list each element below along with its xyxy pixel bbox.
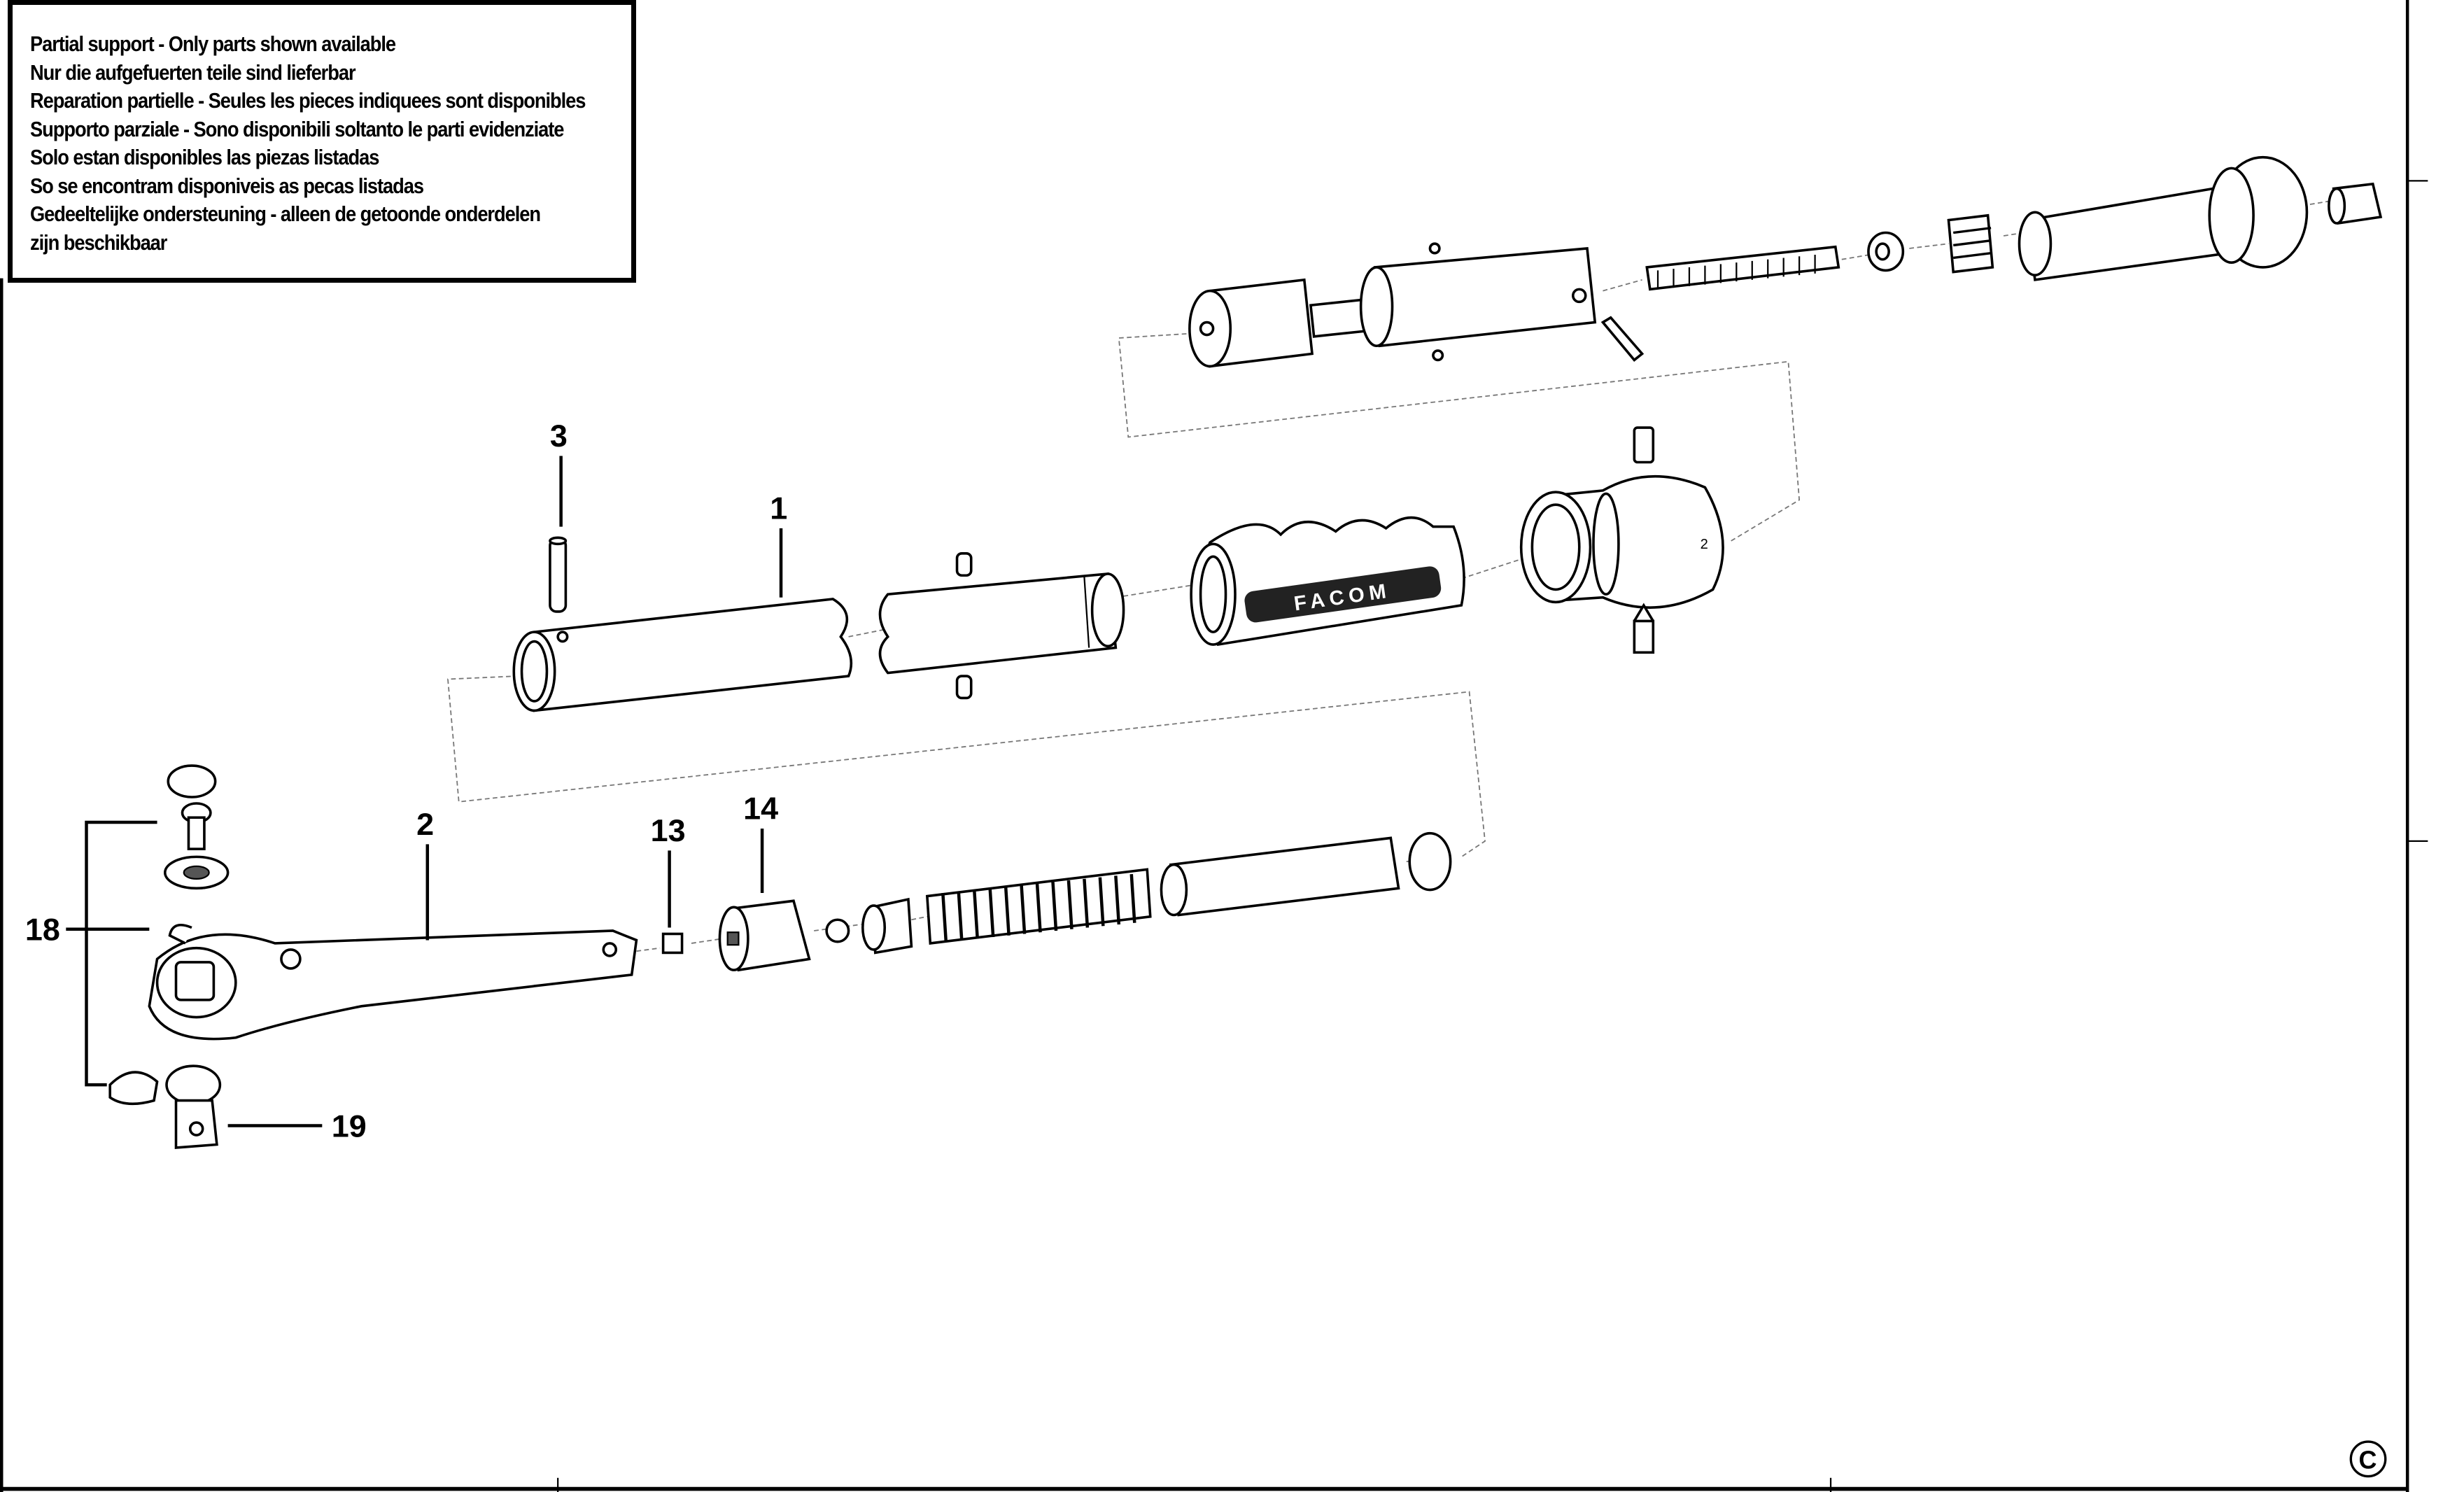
notice-line-nl: Gedeeltelijke ondersteuning - alleen de …: [30, 202, 541, 226]
part-14-socket[interactable]: [718, 899, 811, 972]
notice-line-es: Solo estan disponibles las piezas listad…: [30, 145, 379, 169]
adjustment-knob[interactable]: 2: [1519, 426, 1724, 654]
notice-line-it: Supporto parziale - Sono disponibili sol…: [30, 116, 564, 141]
notice-line-fr: Reparation partielle - Seules les pieces…: [30, 88, 586, 113]
notice-line-nl-cont: zijn beschikbaar: [30, 230, 167, 255]
notice-line-de: Nur die aufgefuerten teile sind lieferba…: [30, 59, 356, 85]
partial-support-notice: Partial support - Only parts shown avail…: [8, 0, 636, 283]
part-13-square-block[interactable]: [661, 932, 684, 955]
knob-scale-marking: 2: [1701, 537, 1708, 552]
notice-line-en: Partial support - Only parts shown avail…: [30, 31, 396, 56]
notice-line-pt: So se encontram disponiveis as pecas lis…: [30, 173, 424, 198]
label-part-14: 14: [743, 790, 778, 826]
copyright-letter: C: [2359, 1445, 2377, 1474]
label-part-19: 19: [332, 1108, 367, 1143]
upper-assembly[interactable]: [1188, 155, 2383, 368]
part-3-pin[interactable]: [549, 536, 568, 613]
spring-assembly-parts[interactable]: [825, 831, 1452, 955]
part-1-tube[interactable]: [512, 598, 853, 712]
copyright-symbol: [2349, 1440, 2387, 1478]
label-part-18: 18: [25, 911, 60, 947]
label-part-3: 3: [550, 418, 568, 453]
head-small-parts[interactable]: [108, 764, 230, 1149]
part-2-ratchet-handle[interactable]: [148, 923, 638, 1041]
extension-tube[interactable]: [878, 551, 1125, 700]
leader-lines: [66, 456, 783, 1127]
label-part-2: 2: [416, 806, 434, 842]
label-part-1: 1: [770, 490, 787, 526]
label-part-13: 13: [651, 812, 686, 848]
handle-grip[interactable]: FACOM: [1190, 516, 1465, 647]
